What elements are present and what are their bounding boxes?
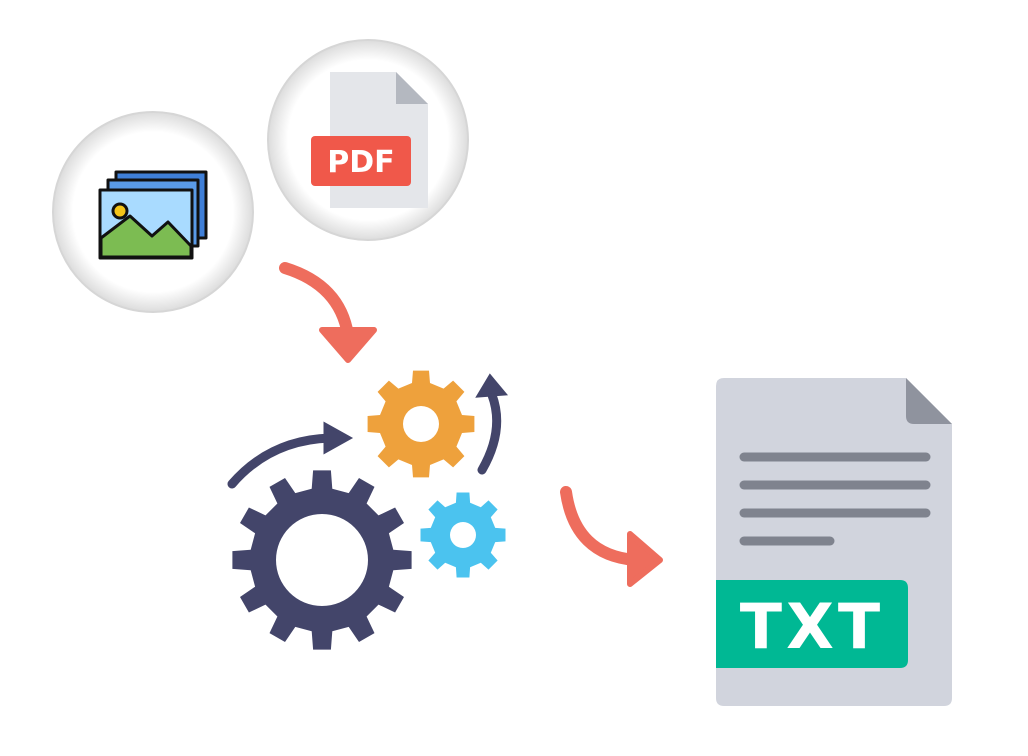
dark-gear-icon <box>232 470 412 650</box>
text-lines <box>739 452 931 546</box>
txt-document-icon: TXT <box>716 378 952 706</box>
pdf-document-icon: PDF <box>311 72 428 208</box>
image-gallery-icon <box>98 170 208 260</box>
pdf-label: PDF <box>327 145 394 180</box>
image-files-circle <box>52 111 254 313</box>
pdf-file-circle: PDF <box>267 39 469 241</box>
txt-label: TXT <box>740 590 884 663</box>
output-arrow-icon <box>560 486 663 587</box>
orange-gear-icon <box>367 370 475 478</box>
process-arrow-icon <box>227 373 509 489</box>
input-arrow-icon <box>279 262 377 363</box>
blue-gear-icon <box>420 492 506 578</box>
